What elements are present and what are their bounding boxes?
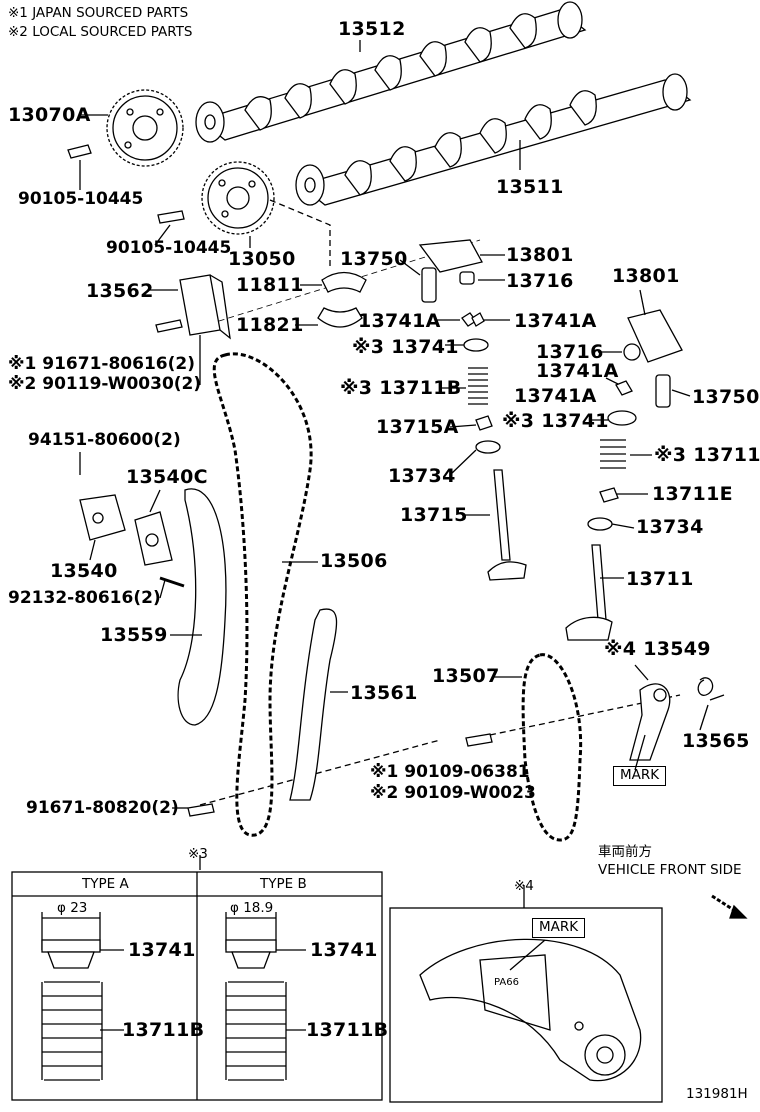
part-label: 13734 [636,516,704,538]
valve-13715 [487,469,527,581]
part-label: 13512 [338,18,406,40]
rocker-arm-13801-b [627,309,683,363]
part-label: 13711B [306,1019,389,1041]
valve-spring-13711B-a [468,367,488,405]
part-label: 13561 [350,682,418,704]
material-stamp: PA66 [494,977,519,988]
part-label: 13741A [536,360,619,382]
figure-id: 131981H [686,1086,748,1102]
part-label: 11821 [236,314,304,336]
valve-13711 [565,544,613,641]
part-label: 13750 [340,248,408,270]
rocker-arm-13801-a [418,239,483,273]
part-label: 13559 [100,624,168,646]
part-label: 13741 [310,939,378,961]
bearing-11821 [317,307,363,328]
part-label: 13715 [400,504,468,526]
bracket-13562 [179,274,231,340]
front-direction-arrow [711,894,748,919]
part-label: 94151-80600(2) [28,430,181,450]
spring-13565 [697,677,725,701]
camshaft-13511 [295,73,692,206]
part-label: 13716 [506,270,574,292]
bolt-90105-a [67,144,92,159]
part-label: 13507 [432,665,500,687]
part-label: 13711E [652,483,733,505]
part-label: 13050 [228,248,296,270]
part-label: ※2 90109-W0023 [370,783,536,803]
part-label: 13070A [8,104,91,126]
part-label: ※3 13741 [502,410,609,432]
mark-callout: MARK [613,766,667,786]
part-label: 13506 [320,550,388,572]
part-label: 13511 [496,176,564,198]
part-label: 13565 [682,730,750,752]
part-label: ※3 13711B [340,377,462,399]
part-label: 90105-10445 [18,189,144,209]
spring-type-table [11,871,383,1101]
front-side-label: VEHICLE FRONT SIDE [598,862,742,878]
chain-tensioner-13540 [79,494,126,541]
part-label: 13741 [128,939,196,961]
part-label: 13750 [692,386,760,408]
damper-detail-view [389,885,663,1103]
bearing-11811 [321,271,367,293]
chain-damper-13549 [629,683,671,761]
table-header-type-b: TYPE B [260,876,307,892]
timing-chain-13506 [212,352,313,837]
part-label: 13801 [506,244,574,266]
chain-guide-13561 [289,608,338,801]
part-label: 13540 [50,560,118,582]
part-label: 13801 [612,265,680,287]
part-label: ※3 13711B [654,444,760,466]
part-label: ※2 90119-W0030(2) [8,374,202,394]
chain-guide-13559 [177,488,227,726]
part-label: 91671-80820(2) [26,798,179,818]
part-label: 13741A [514,385,597,407]
part-label: 13711 [626,568,694,590]
gasket-13540C [134,511,173,566]
part-label: ※4 13549 [604,638,711,660]
part-label: 13741A [358,310,441,332]
detail-mark-callout: MARK [532,918,586,938]
table-header-type-a: TYPE A [82,876,129,892]
part-label: ※3 13741 [352,336,459,358]
dimension-b: φ 18.9 [230,900,274,916]
legend-japan-sourced: ※1 JAPAN SOURCED PARTS [8,5,189,21]
part-label: 13715A [376,416,459,438]
part-label: ※1 90109-06381 [370,762,530,782]
valve-spring-13711B-b [600,439,626,469]
part-label: 13711B [122,1019,205,1041]
cam-timing-gear-13050 [201,161,275,235]
part-label: ※1 91671-80616(2) [8,354,195,374]
part-label: 13562 [86,280,154,302]
oil-pump-chain-13507 [521,653,583,842]
part-label: 13716 [536,341,604,363]
part-label: 11811 [236,274,304,296]
part-label: 13741A [514,310,597,332]
legend-local-sourced: ※2 LOCAL SOURCED PARTS [8,24,193,40]
detail-ref: ※4 [514,878,534,894]
front-side-label-jp: 車両前方 [598,844,652,860]
cam-timing-gear-13070A [106,89,184,167]
part-label: 90105-10445 [106,238,232,258]
part-label: 13540C [126,466,208,488]
dimension-a: φ 23 [57,900,88,916]
lash-adjuster-13750-a [421,267,437,303]
camshaft-13512 [195,1,587,143]
table-ref: ※3 [188,846,208,862]
part-label: 13734 [388,465,456,487]
part-label: 92132-80616(2) [8,588,161,608]
bolt-90105-b [157,210,185,224]
